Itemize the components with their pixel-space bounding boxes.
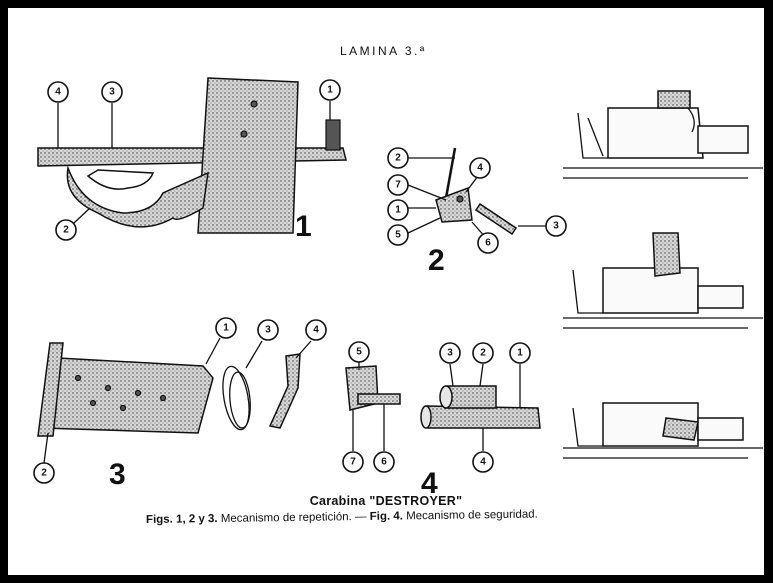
svg-text:3: 3: [553, 221, 559, 232]
fig4-drawing: [345, 365, 541, 429]
fig4-callout-5: 5: [348, 341, 370, 363]
fig2-callout-4: 4: [469, 157, 491, 179]
fig4-callout-7: 7: [342, 451, 364, 473]
leader-lines: [43, 101, 546, 464]
svg-text:1: 1: [517, 348, 523, 359]
fig1-callout-3: 3: [101, 81, 123, 103]
fig4-callout-6: 6: [373, 451, 395, 473]
fig2-callout-7: 7: [387, 174, 409, 196]
fig2-callout-1: 1: [387, 199, 409, 221]
svg-text:3: 3: [447, 348, 453, 359]
fig2-callout-5: 5: [387, 224, 409, 246]
svg-text:3: 3: [109, 87, 115, 98]
bolt-diagram-middle: [563, 232, 763, 329]
illustrations: 4 3 1 2 2 4 7 1 5 6 3 1 3 4 2 5 3 2 1 7 …: [33, 77, 763, 500]
fig1-callout-1: 1: [319, 79, 341, 101]
svg-text:6: 6: [381, 457, 387, 468]
svg-text:7: 7: [350, 457, 356, 468]
fig3-callout-3: 3: [257, 319, 279, 341]
svg-text:1: 1: [223, 323, 229, 334]
figure-number-4: 4: [421, 467, 438, 500]
caption-text-b: Mecanismo de seguridad.: [406, 508, 538, 523]
fig4-callout-4: 4: [472, 451, 494, 473]
svg-text:4: 4: [477, 163, 483, 174]
figure-number-3: 3: [109, 458, 126, 491]
fig1-drawing: [37, 77, 347, 234]
svg-text:4: 4: [480, 457, 486, 468]
svg-text:2: 2: [480, 348, 486, 359]
fig4-callout-1: 1: [509, 342, 531, 364]
plate-title: LAMINA 3.ª: [340, 44, 427, 58]
svg-text:2: 2: [63, 225, 69, 236]
svg-text:5: 5: [395, 230, 401, 241]
svg-text:2: 2: [41, 468, 47, 479]
fig4-callout-2: 2: [472, 342, 494, 364]
fig3-callout-1: 1: [215, 317, 237, 339]
svg-text:5: 5: [356, 347, 362, 358]
svg-text:1: 1: [327, 85, 333, 96]
svg-text:7: 7: [395, 180, 401, 191]
caption-text-a: Mecanismo de repetición. —: [220, 510, 367, 525]
fig2-callout-6: 6: [477, 232, 499, 254]
figure-number-2: 2: [428, 244, 445, 277]
bolt-diagram-bottom: [563, 402, 763, 459]
svg-text:1: 1: [395, 205, 401, 216]
fig2-drawing: [435, 147, 518, 236]
plate-page: LAMINA 3.ª: [8, 8, 764, 575]
svg-text:2: 2: [395, 153, 401, 164]
fig2-callout-2: 2: [387, 147, 409, 169]
caption-figs-a: Figs. 1, 2 y 3.: [145, 513, 218, 526]
caption-figs-b: Fig. 4.: [369, 510, 404, 523]
bolt-diagram-top: [563, 90, 763, 179]
caption-title: Carabina "DESTROYER": [309, 494, 463, 508]
svg-text:3: 3: [265, 325, 271, 336]
fig4-callout-3: 3: [439, 342, 461, 364]
fig1-callout-4: 4: [47, 81, 69, 103]
figure-number-1: 1: [295, 210, 312, 243]
svg-text:6: 6: [485, 238, 491, 249]
fig3-drawing: [37, 342, 301, 437]
svg-text:4: 4: [55, 87, 61, 98]
fig3-callout-4: 4: [305, 319, 327, 341]
svg-text:4: 4: [313, 325, 319, 336]
fig3-callout-2: 2: [33, 462, 55, 484]
fig2-callout-3: 3: [545, 215, 567, 237]
fig1-callout-2: 2: [55, 219, 77, 241]
